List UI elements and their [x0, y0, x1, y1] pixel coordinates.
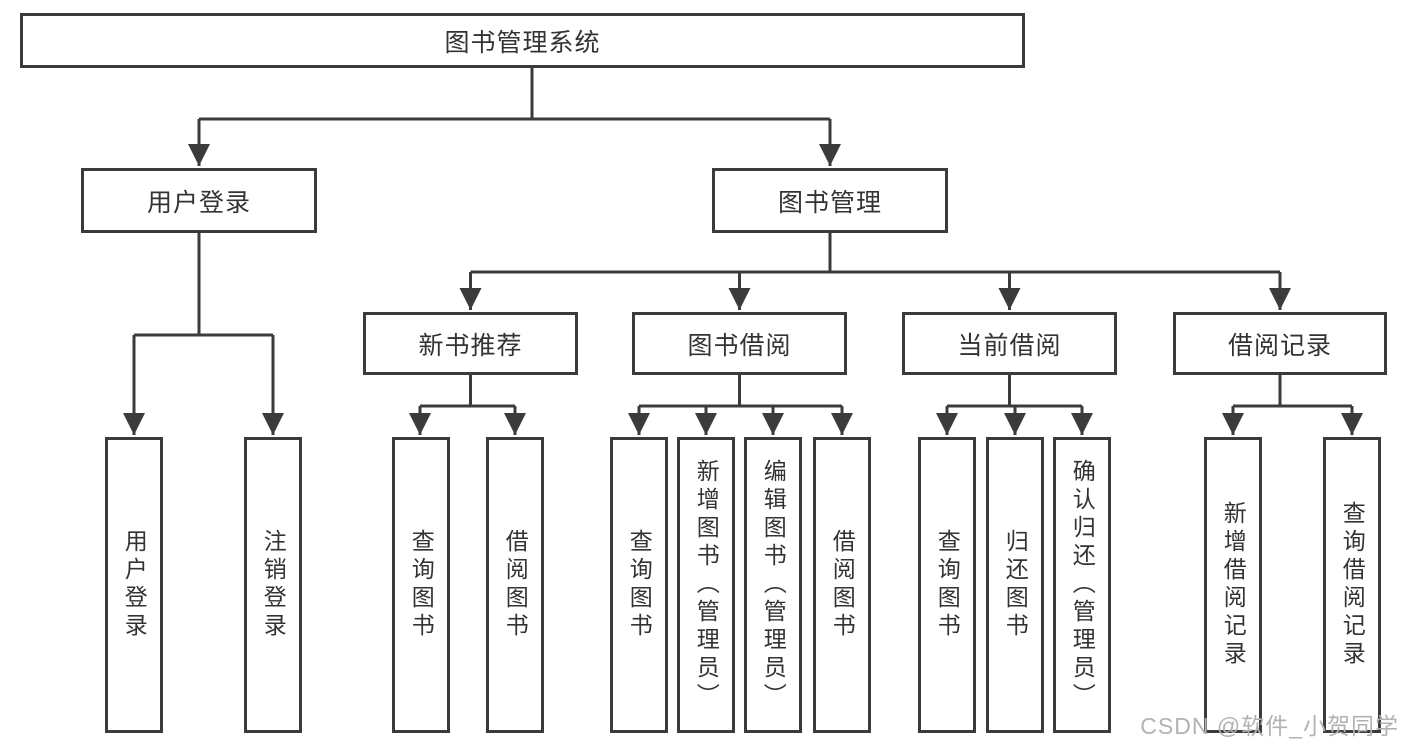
leaf-query-books-current: 查询图书	[918, 437, 976, 733]
leaf-label: 新增借阅记录	[1220, 501, 1247, 669]
csdn-watermark: CSDN @软件_小贺同学	[1140, 713, 1399, 739]
leaf-label: 查询借阅记录	[1339, 501, 1366, 669]
node-book-management: 图书管理	[712, 168, 948, 233]
leaf-borrow-books: 借阅图书	[813, 437, 871, 733]
node-borrow-records: 借阅记录	[1173, 312, 1387, 375]
leaf-confirm-return-admin: 确认归还（管理员）	[1053, 437, 1111, 733]
node-book-borrow: 图书借阅	[632, 312, 847, 375]
leaf-label: 确认归还（管理员）	[1069, 459, 1096, 711]
leaf-label: 查询图书	[626, 529, 653, 641]
leaf-return-books: 归还图书	[986, 437, 1044, 733]
leaf-add-books-admin: 新增图书（管理员）	[677, 437, 735, 733]
leaf-query-books-borrow: 查询图书	[610, 437, 668, 733]
leaf-label: 编辑图书（管理员）	[760, 459, 787, 711]
node-new-book-recommend: 新书推荐	[363, 312, 578, 375]
leaf-borrow-books-recommend: 借阅图书	[486, 437, 544, 733]
leaf-label: 归还图书	[1002, 529, 1029, 641]
leaf-label: 查询图书	[408, 529, 435, 641]
leaf-logout: 注销登录	[244, 437, 302, 733]
leaf-label: 注销登录	[260, 529, 287, 641]
leaf-label: 新增图书（管理员）	[693, 459, 720, 711]
node-library-management-system: 图书管理系统	[20, 13, 1025, 68]
leaf-label: 用户登录	[121, 529, 148, 641]
leaf-edit-books-admin: 编辑图书（管理员）	[744, 437, 802, 733]
leaf-query-books-recommend: 查询图书	[392, 437, 450, 733]
leaf-query-borrow-record: 查询借阅记录	[1323, 437, 1381, 733]
leaf-label: 查询图书	[934, 529, 961, 641]
leaf-user-login: 用户登录	[105, 437, 163, 733]
leaf-label: 借阅图书	[829, 529, 856, 641]
node-user-login: 用户登录	[81, 168, 317, 233]
leaf-add-borrow-record: 新增借阅记录	[1204, 437, 1262, 733]
node-current-borrow: 当前借阅	[902, 312, 1117, 375]
leaf-label: 借阅图书	[502, 529, 529, 641]
